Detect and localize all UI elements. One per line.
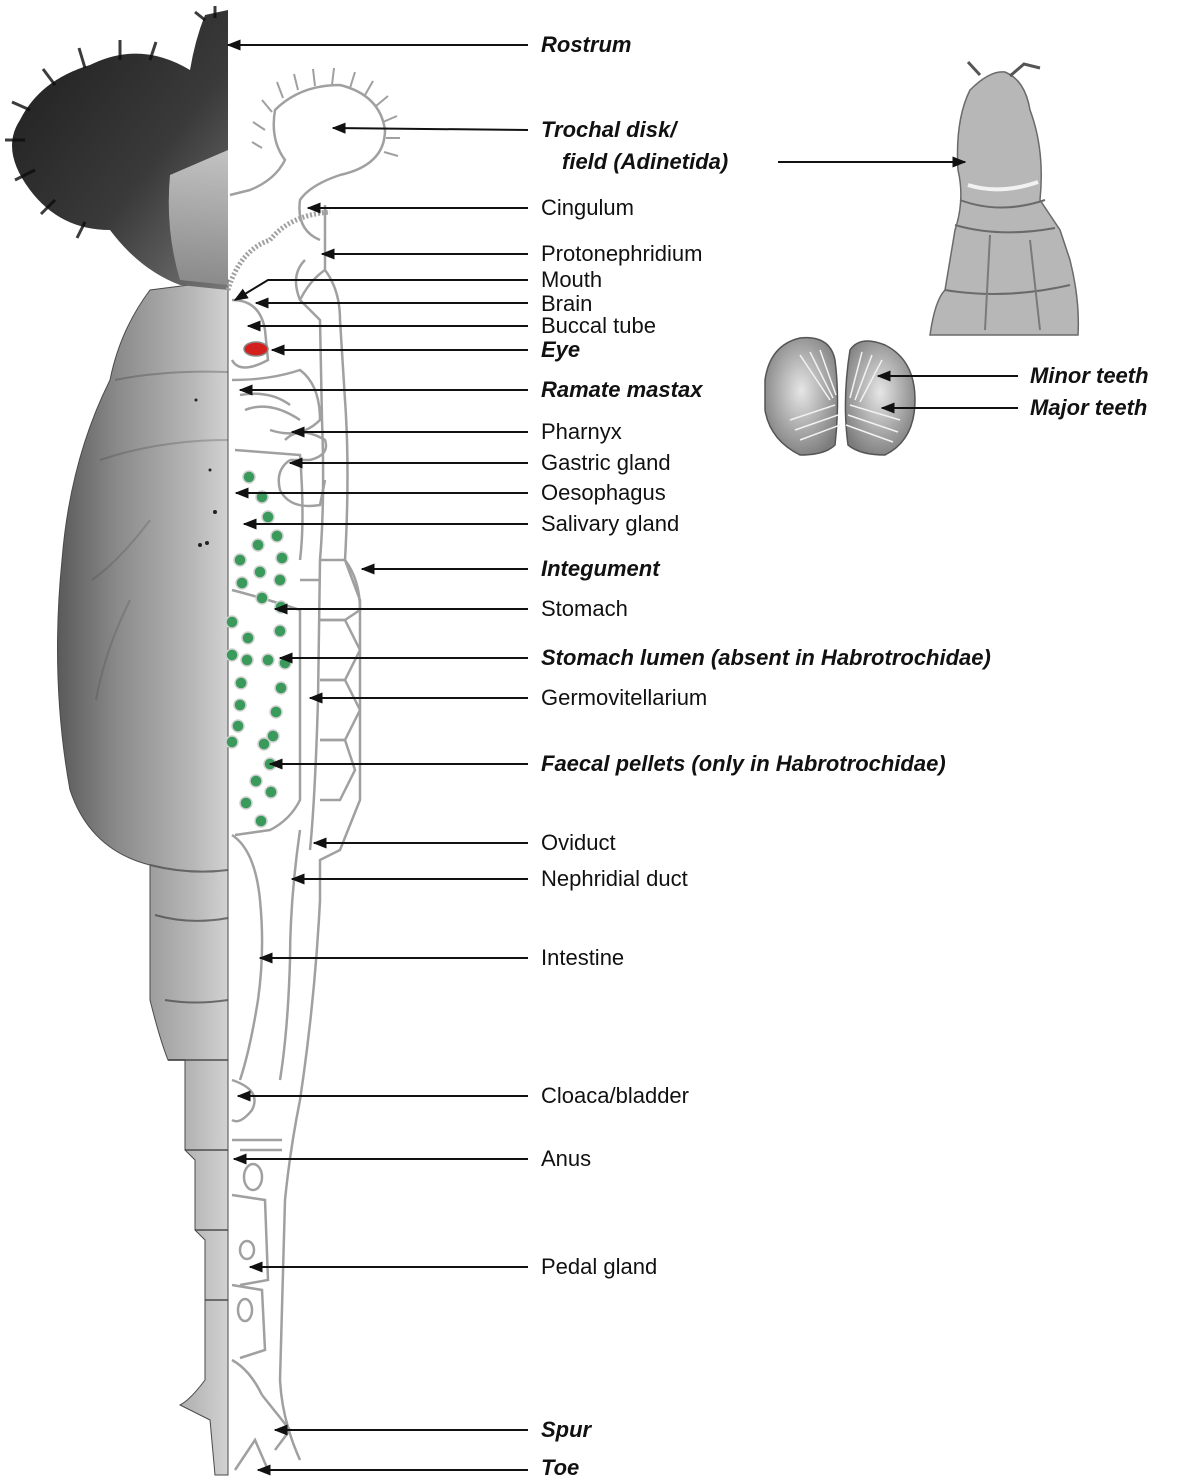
- stomach-cell: [254, 566, 266, 578]
- label-oesophagus: Oesophagus: [541, 480, 666, 506]
- stomach-cell: [270, 706, 282, 718]
- label-mouth: Mouth: [541, 267, 602, 293]
- label-ramate-mastax: Ramate mastax: [541, 377, 702, 403]
- stomach-cell: [275, 601, 287, 613]
- arrow-mouth: [235, 280, 528, 300]
- label-minor-teeth: Minor teeth: [1030, 363, 1149, 389]
- stomach-cell: [274, 574, 286, 586]
- label-salivary-gland: Salivary gland: [541, 511, 679, 537]
- stomach-cell: [276, 552, 288, 564]
- body-wall-outline: [280, 205, 360, 1460]
- label-gastric-gland: Gastric gland: [541, 450, 671, 476]
- stomach-cell: [241, 654, 253, 666]
- stomach-cell: [250, 775, 262, 787]
- stomach-cell: [265, 786, 277, 798]
- stomach-cell: [274, 625, 286, 637]
- stomach-cell: [234, 699, 246, 711]
- stomach-cell: [262, 654, 274, 666]
- stomach-cell: [236, 577, 248, 589]
- label-protonephridium: Protonephridium: [541, 241, 702, 267]
- mastax-inset: [765, 338, 915, 455]
- label-intestine: Intestine: [541, 945, 624, 971]
- label-spur: Spur: [541, 1417, 591, 1443]
- label-toe: Toe: [541, 1455, 579, 1481]
- stomach-cell: [234, 554, 246, 566]
- label-cloaca-bladder: Cloaca/bladder: [541, 1083, 689, 1109]
- label-stomach-lumen: Stomach lumen (absent in Habrotrochidae): [541, 645, 991, 671]
- stomach-cell: [258, 738, 270, 750]
- label-trochal-disk-line1: Trochal disk/: [541, 117, 676, 143]
- label-integument: Integument: [541, 556, 660, 582]
- stomach-cell: [252, 539, 264, 551]
- stomach-cell: [262, 511, 274, 523]
- label-major-teeth: Major teeth: [1030, 395, 1147, 421]
- label-oviduct: Oviduct: [541, 830, 616, 856]
- stomach-cell: [242, 632, 254, 644]
- body-photo-trunk: [58, 280, 229, 1475]
- label-germovitellarium: Germovitellarium: [541, 685, 707, 711]
- label-cingulum: Cingulum: [541, 195, 634, 221]
- pedal-gland-chambers: [232, 1164, 268, 1395]
- label-anus: Anus: [541, 1146, 591, 1172]
- label-trochal-disk-line2: field (Adinetida): [562, 149, 728, 175]
- label-eye: Eye: [541, 337, 580, 363]
- stomach-cell: [226, 736, 238, 748]
- stomach-cell: [243, 471, 255, 483]
- stomach-cell: [271, 530, 283, 542]
- stomach-cell: [255, 815, 267, 827]
- toe-outline: [235, 1440, 268, 1470]
- stomach-cell: [275, 682, 287, 694]
- anatomy-schematic: [228, 68, 400, 1470]
- cloaca-outline: [232, 1080, 255, 1121]
- eye-spot: [244, 342, 268, 356]
- arrow-trochal-disk: [333, 128, 528, 130]
- label-pedal-gland: Pedal gland: [541, 1254, 657, 1280]
- trochal-disk-inset: [930, 62, 1078, 335]
- body-photo: [5, 6, 228, 1475]
- stomach-cell: [256, 592, 268, 604]
- label-nephridial-duct: Nephridial duct: [541, 866, 688, 892]
- stomach-cell: [226, 649, 238, 661]
- label-rostrum: Rostrum: [541, 32, 631, 58]
- stomach-cell: [232, 720, 244, 732]
- label-faecal-pellets: Faecal pellets (only in Habrotrochidae): [541, 751, 946, 777]
- label-pharnyx: Pharnyx: [541, 419, 622, 445]
- stomach-cell: [240, 797, 252, 809]
- stomach-cell: [235, 677, 247, 689]
- label-stomach: Stomach: [541, 596, 628, 622]
- label-buccal-tube: Buccal tube: [541, 313, 656, 339]
- stomach-cell: [226, 616, 238, 628]
